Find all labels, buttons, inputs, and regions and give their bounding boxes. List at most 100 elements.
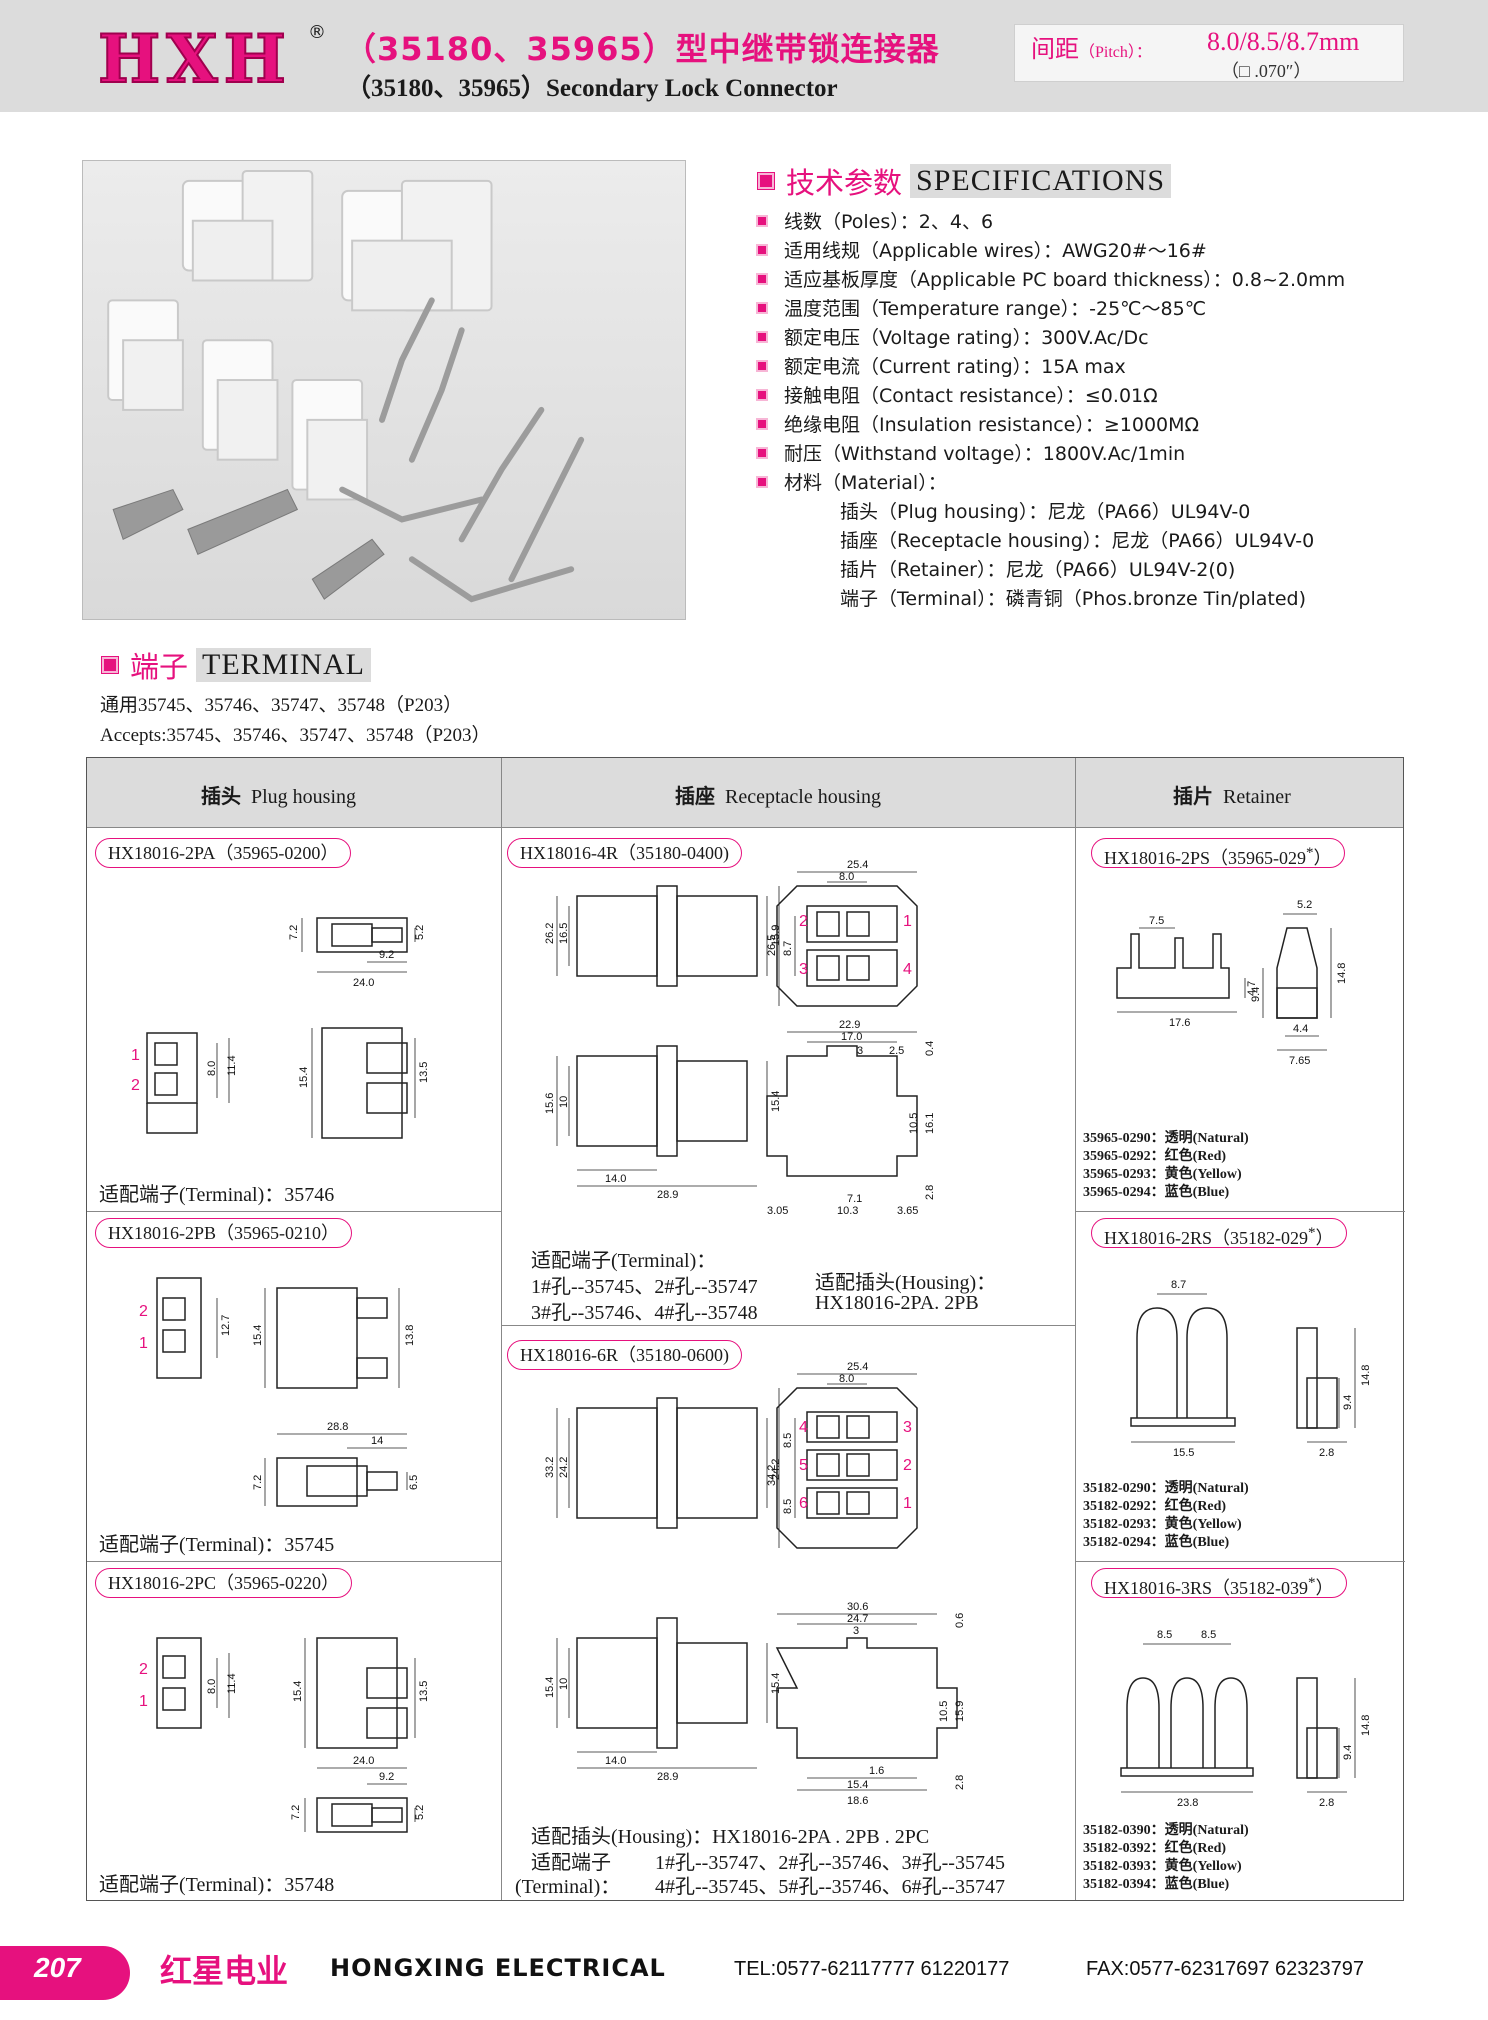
bullet-square-icon (756, 301, 768, 314)
dim-text: 10.5 (938, 1701, 950, 1722)
dim-text: 28.8 (327, 1421, 348, 1433)
dim-text: 15.6 (544, 1093, 556, 1114)
pin-number: 2 (139, 1661, 148, 1678)
dim-text: 8.0 (839, 871, 854, 883)
fit-terminal-6r-line1: 1#孔--35747、2#孔--35746、3#孔--35745 (655, 1852, 1005, 1874)
dim-text: 5.2 (414, 1805, 426, 1820)
fit-housing-4r-value: HX18016-2PA. 2PB (815, 1292, 979, 1314)
color-option: 35182-0293：黄色(Yellow) (1083, 1517, 1242, 1532)
dim-text: 16.1 (924, 1113, 936, 1134)
fit-terminal-6r-line2: 4#孔--35745、5#孔--35746、6#孔--35747 (655, 1876, 1005, 1898)
dim-text: 30.6 (847, 1601, 868, 1613)
dim-text: 15.9 (770, 925, 782, 946)
dim-text: 15.5 (1173, 1447, 1194, 1459)
dim-text: 14.0 (605, 1755, 626, 1767)
row-divider (87, 1211, 501, 1212)
dim-text: 8.7 (1171, 1279, 1186, 1291)
dim-text: 10 (558, 1678, 570, 1690)
dim-text: 11.4 (226, 1055, 238, 1076)
dim-text: 26.2 (544, 923, 556, 944)
dim-text: 15.4 (252, 1325, 264, 1346)
dim-text: 6.5 (408, 1475, 420, 1490)
bullet-square-icon (756, 475, 768, 488)
dim-text: 24.0 (353, 1755, 374, 1767)
color-option: 35965-0292：红色(Red) (1083, 1149, 1227, 1164)
bullet-square-icon (756, 388, 768, 401)
pin-number: 3 (903, 1419, 912, 1436)
pin-number: 2 (799, 913, 808, 930)
dim-text: 14.0 (605, 1173, 626, 1185)
dim-text: 9.4 (1250, 987, 1262, 1002)
dim-text: 9.4 (1342, 1395, 1354, 1410)
spec-wires: 适用线规（Applicable wires）：AWG20#～16# (756, 235, 1345, 264)
dim-text: 24.0 (353, 977, 374, 989)
dim-text: 15.4 (544, 1677, 556, 1698)
dim-text: 7.5 (1149, 915, 1164, 927)
material-retainer: 插片（Retainer）：尼龙（PA66）UL94V-2(0) (840, 559, 1236, 581)
dim-text: 3.65 (897, 1205, 918, 1217)
dim-text: 3.05 (767, 1205, 788, 1217)
dim-text: 7.65 (1289, 1055, 1310, 1067)
fit-terminal-6r-title: 适配端子 (531, 1852, 611, 1874)
page-number: 207 (34, 1952, 81, 1983)
dim-text: 10.5 (908, 1113, 920, 1134)
pin-number: 3 (799, 961, 808, 978)
terminal-accepts-en: Accepts:35745、35746、35747、35748（P203） (100, 725, 491, 746)
dim-text: 1.6 (869, 1765, 884, 1777)
spec-voltage: 额定电压（Voltage rating）：300V.Ac/Dc (756, 322, 1345, 351)
fit-housing-4r-title: 适配插头(Housing)： (815, 1272, 997, 1294)
spec-insulation: 绝缘电阻（Insulation resistance）：≥1000MΩ (756, 409, 1345, 438)
dim-text: 7.1 (847, 1193, 862, 1205)
part-label-2ps: HX18016-2PS（35965-029*） (1091, 838, 1345, 868)
dim-text: 15.4 (292, 1681, 304, 1702)
dim-text: 2.5 (889, 1045, 904, 1057)
color-option: 35965-0290：透明(Natural) (1083, 1131, 1249, 1146)
dim-text: 14.8 (1360, 1715, 1372, 1736)
dim-text: 34.2 (766, 1465, 778, 1486)
terminal-heading: 端子 TERMINAL (101, 644, 371, 686)
pin-number: 2 (903, 1457, 912, 1474)
pitch-sub: （□ .070″） (1221, 61, 1312, 81)
spec-withstand: 耐压（Withstand voltage）：1800V.Ac/1min (756, 438, 1345, 467)
dim-text: 3 (857, 1045, 863, 1057)
bullet-square-icon (756, 214, 768, 227)
pin-number: 4 (903, 961, 912, 978)
row-divider (87, 1561, 501, 1562)
drawing-2ps-svg: 5.2 7.5 9.4 14.8 4.7 17.6 4.4 7.65 (1116, 899, 1348, 1067)
drawing-2pb-svg: 12.7 15.4 13.8 28.8 14 7.2 6.5 2 1 (139, 1277, 420, 1507)
product-photo (82, 160, 686, 620)
dim-text: 15.9 (954, 1701, 966, 1722)
dim-text: 2.8 (1319, 1797, 1334, 1809)
fit-terminal-4r-line1: 1#孔--35745、2#孔--35747 (531, 1276, 758, 1298)
color-option: 35182-0290：透明(Natural) (1083, 1481, 1249, 1496)
dim-text: 9.2 (379, 1771, 394, 1783)
color-option: 35182-0294：蓝色(Blue) (1083, 1535, 1230, 1550)
row-divider (1075, 1561, 1405, 1562)
dim-text: 2.8 (924, 1185, 936, 1200)
brand-logo: HXH (97, 20, 292, 98)
drawing-2ps: 5.2 7.5 9.4 14.8 4.7 17.6 4.4 7.65 (1087, 888, 1397, 1083)
fit-terminal-4r-title: 适配端子(Terminal)： (531, 1250, 717, 1272)
dim-text: 14.8 (1360, 1365, 1372, 1386)
dim-text: 15.4 (298, 1067, 310, 1088)
dim-text: 25.4 (847, 1361, 868, 1373)
dim-text: 4.7 (1246, 981, 1258, 996)
part-label-6r: HX18016-6R（35180-0600) (507, 1340, 742, 1370)
spec-temperature: 温度范围（Temperature range）：-25℃～85℃ (756, 293, 1345, 322)
drawing-2pa-svg: 7.2 5.2 9.2 24.0 8.0 11.4 15.4 13.5 1 2 (131, 917, 430, 1139)
bullet-square-icon (757, 172, 775, 190)
dim-text: 7.2 (290, 1805, 302, 1820)
spec-material: 材料（Material）： (756, 467, 1345, 496)
dim-text: 13.8 (404, 1325, 416, 1346)
part-label-2pb: HX18016-2PB（35965-0210） (95, 1218, 353, 1248)
fit-terminal-2pb: 适配端子(Terminal)：35745 (99, 1534, 335, 1556)
dim-text: 9.2 (379, 949, 394, 961)
spec-contact: 接触电阻（Contact resistance）：≤0.01Ω (756, 380, 1345, 409)
registered-mark: ® (308, 22, 326, 43)
dim-text: 8.0 (206, 1679, 218, 1694)
drawing-2rs: 8.7 14.8 9.4 15.5 2.8 (1087, 1268, 1397, 1473)
dim-text: 8.0 (206, 1061, 218, 1076)
